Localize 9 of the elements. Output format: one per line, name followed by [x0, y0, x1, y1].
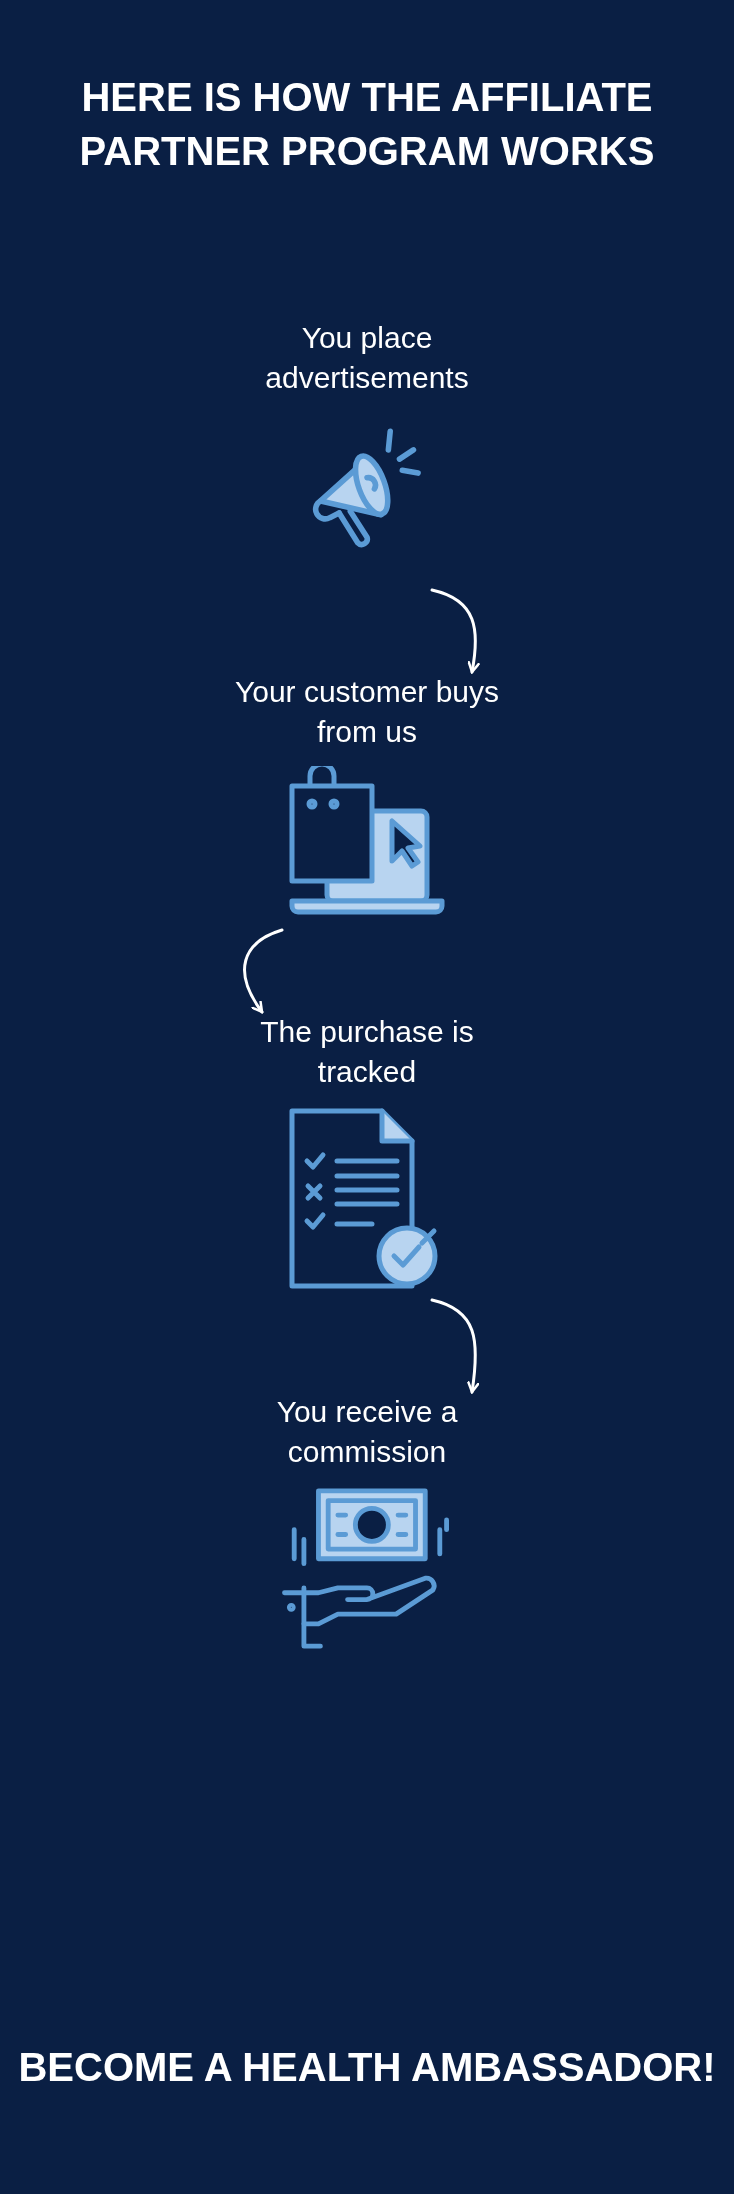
curved-arrow [430, 1298, 480, 1394]
heading: HERE IS HOW THE AFFILIATE PARTNER PROGRAM WORKS [78, 74, 656, 175]
call-to-action: BECOME A HEALTH AMBASSADOR! [18, 2045, 716, 2090]
curved-arrow [243, 928, 284, 1014]
curved-arrow [430, 588, 480, 674]
step-label: The purchase is tracked [259, 1014, 475, 1090]
step-label: You place advertisements [264, 320, 470, 396]
step-label: You receive a commission [275, 1394, 459, 1470]
step-label: Your customer buys from us [234, 674, 500, 750]
